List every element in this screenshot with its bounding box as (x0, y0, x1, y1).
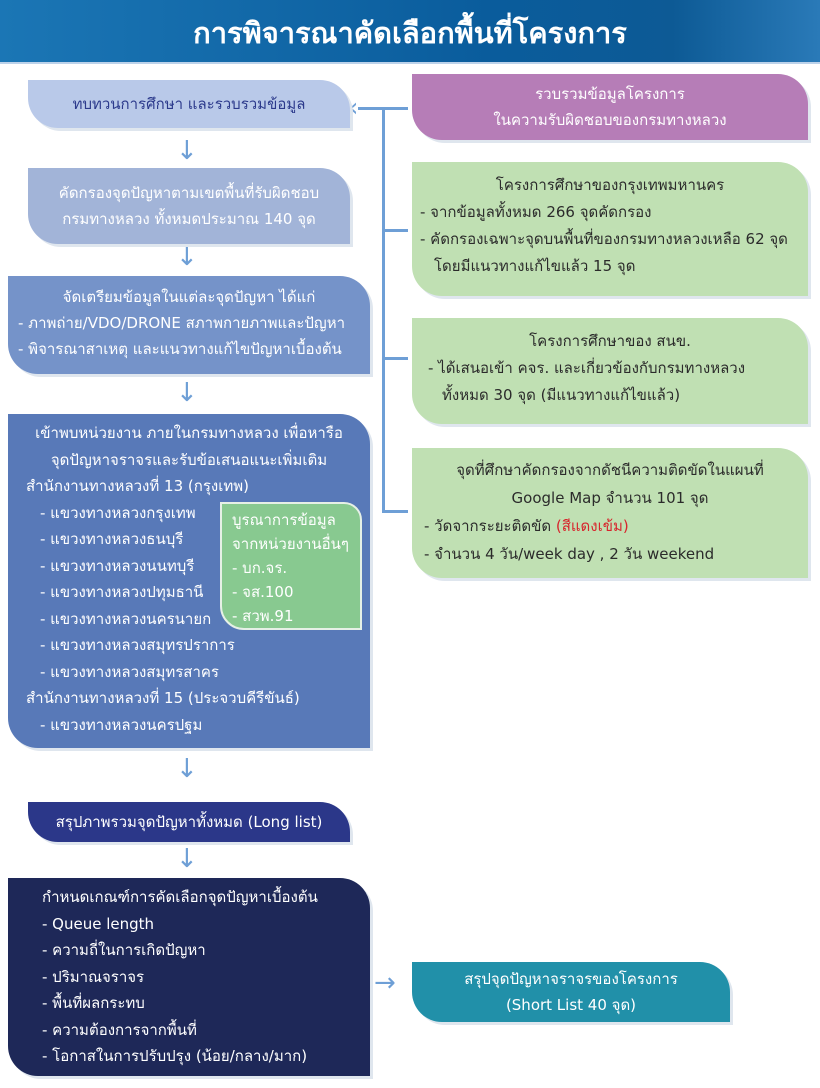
step-prepare-data: จัดเตรียมข้อมูลในแต่ละจุดปัญหา ได้แก่ - … (8, 276, 370, 374)
integration-title: จากหน่วยงานอื่นๆ (232, 535, 349, 553)
list-item: - ความถี่ในการเกิดปัญหา (42, 941, 206, 959)
office-heading: สำนักงานทางหลวงที่ 15 (ประจวบคีรีขันธ์) (26, 689, 300, 707)
arrow-down-icon: ↓ (176, 242, 198, 272)
list-item: - พิจารณาสาเหตุ และแนวทางแก้ไขปัญหาเบื้อ… (18, 340, 342, 358)
list-item: - จส.100 (232, 583, 294, 601)
connector-to-step1 (358, 107, 408, 110)
list-item: - Queue length (42, 914, 155, 933)
list-item: - สวพ.91 (232, 607, 294, 625)
bma-study-box: โครงการศึกษาของกรุงเทพมหานคร - จากข้อมูล… (412, 162, 808, 296)
step-title: จุดปัญหาจราจรและรับข้อเสนอแนะเพิ่มเติม (50, 450, 328, 469)
list-item: - วัดจากระยะติดขัด (สีแดงเข้ม) (424, 512, 796, 540)
list-item: - แขวงทางหลวงนครนายก (40, 609, 212, 628)
list-item: - แขวงทางหลวงกรุงเทพ (40, 503, 196, 522)
list-item-cont: ทั้งหมด 30 จุด (มีแนวทางแก้ไขแล้ว) (442, 386, 681, 404)
step-line: คัดกรองจุดปัญหาตามเขตพื้นที่รับผิดชอบ (58, 184, 320, 202)
list-item: - โอกาสในการปรับปรุง (น้อย/กลาง/มาก) (42, 1047, 308, 1065)
step-screen-points: คัดกรองจุดปัญหาตามเขตพื้นที่รับผิดชอบ กร… (28, 168, 350, 244)
step-criteria: กำหนดเกณฑ์การคัดเลือกจุดปัญหาเบื้องต้น -… (8, 878, 370, 1076)
box-title: โครงการศึกษาของ สนข. (529, 332, 691, 350)
arrow-right-icon: → (374, 968, 396, 998)
box-title: จุดที่ศึกษาคัดกรองจากดัชนีความติดขัดในแผ… (456, 461, 764, 479)
box-title: Google Map จำนวน 101 จุด (511, 489, 709, 507)
list-item: - แขวงทางหลวงธนบุรี (40, 530, 184, 548)
box-line: (Short List 40 จุด) (505, 996, 637, 1014)
arrow-down-icon: ↓ (176, 844, 198, 874)
doh-data-box: รวบรวมข้อมูลโครงการ ในความรับผิดชอบของกร… (412, 74, 808, 140)
arrow-left-icon: ‹ (348, 93, 359, 123)
connector-vertical (382, 108, 385, 512)
header-banner: การพิจารณาคัดเลือกพื้นที่โครงการ (0, 0, 820, 64)
step-line: กรมทางหลวง ทั้งหมดประมาณ 140 จุด (62, 210, 316, 228)
short-list-result: สรุปจุดปัญหาจราจรของโครงการ (Short List … (412, 962, 730, 1022)
integration-box: บูรณาการข้อมูล จากหน่วยงานอื่นๆ - บก.จร.… (220, 502, 362, 630)
otp-study-box: โครงการศึกษาของ สนข. - ได้เสนอเข้า คจร. … (412, 318, 808, 424)
step-title: จัดเตรียมข้อมูลในแต่ละจุดปัญหา ได้แก่ (62, 288, 316, 306)
office-heading: สำนักงานทางหลวงที่ 13 (กรุงเทพ) (26, 477, 249, 495)
box-line: สรุปจุดปัญหาจราจรของโครงการ (464, 970, 678, 988)
arrow-down-icon: ↓ (176, 754, 198, 784)
list-item: - บก.จร. (232, 559, 288, 577)
step-review-studies: ทบทวนการศึกษา และรวบรวมข้อมูล (28, 80, 350, 128)
list-item: - แขวงทางหลวงปทุมธานี (40, 583, 204, 601)
connector-bma (382, 229, 408, 232)
list-item: - แขวงทางหลวงสมุทรปราการ (40, 636, 235, 654)
list-item: - ปริมาณจราจร (42, 967, 145, 986)
step-meet-agencies: เข้าพบหน่วยงาน ภายในกรมทางหลวง เพื่อหารื… (8, 414, 370, 748)
list-item: - ได้เสนอเข้า คจร. และเกี่ยวข้องกับกรมทา… (428, 359, 746, 377)
box-title: โครงการศึกษาของกรุงเทพมหานคร (495, 176, 725, 194)
integration-title: บูรณาการข้อมูล (232, 511, 336, 529)
list-item: - แขวงทางหลวงนครปฐม (40, 715, 203, 734)
list-item: - แขวงทางหลวงสมุทรสาคร (40, 662, 219, 681)
box-line: ในความรับผิดชอบของกรมทางหลวง (493, 111, 727, 129)
list-item: - แขวงทางหลวงนนทบุรี (40, 556, 195, 575)
list-item: - พื้นที่ผลกระทบ (42, 994, 145, 1012)
connector-gmap (382, 510, 408, 513)
box-line: รวบรวมข้อมูลโครงการ (535, 85, 685, 103)
list-item: - ความต้องการจากพื้นที่ (42, 1020, 197, 1039)
step-title: กำหนดเกณฑ์การคัดเลือกจุดปัญหาเบื้องต้น (42, 888, 318, 906)
gmap-box: จุดที่ศึกษาคัดกรองจากดัชนีความติดขัดในแผ… (412, 448, 808, 578)
list-item: - จำนวน 4 วัน/week day , 2 วัน weekend (424, 545, 715, 563)
step-label: ทบทวนการศึกษา และรวบรวมข้อมูล (72, 95, 306, 113)
list-item-text: - วัดจากระยะติดขัด (424, 517, 556, 535)
step-long-list: สรุปภาพรวมจุดปัญหาทั้งหมด (Long list) (28, 802, 350, 842)
list-item: - ภาพถ่าย/VDO/DRONE สภาพกายภาพและปัญหา (18, 314, 346, 332)
arrow-down-icon: ↓ (176, 136, 198, 166)
connector-otp (382, 357, 408, 360)
step-title: เข้าพบหน่วยงาน ภายในกรมทางหลวง เพื่อหารื… (35, 424, 343, 442)
page-title: การพิจารณาคัดเลือกพื้นที่โครงการ (193, 16, 627, 50)
dark-red-label: (สีแดงเข้ม) (555, 517, 629, 535)
list-item-cont: โดยมีแนวทางแก้ไขแล้ว 15 จุด (434, 257, 636, 275)
step-label: สรุปภาพรวมจุดปัญหาทั้งหมด (Long list) (55, 813, 323, 831)
arrow-down-icon: ↓ (176, 378, 198, 408)
list-item: - จากข้อมูลทั้งหมด 266 จุดคัดกรอง (420, 203, 652, 221)
list-item: - คัดกรองเฉพาะจุดบนพื้นที่ของกรมทางหลวงเ… (420, 230, 788, 248)
